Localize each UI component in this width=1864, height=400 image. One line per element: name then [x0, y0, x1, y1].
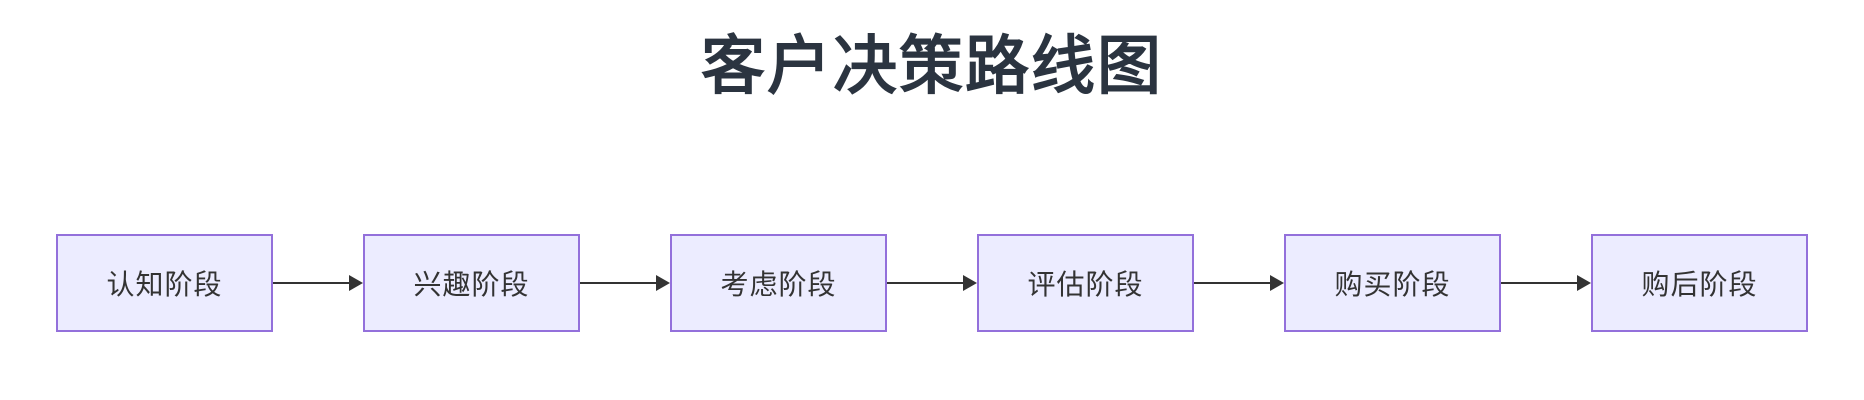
stage-node-evaluation: 评估阶段 [977, 234, 1194, 332]
arrow-connector [1501, 234, 1591, 332]
flow-row: 认知阶段 兴趣阶段 考虑阶段 评估阶段 购买阶段 [56, 234, 1808, 332]
stage-label: 评估阶段 [1027, 269, 1144, 300]
stage-node-awareness: 认知阶段 [56, 234, 273, 332]
arrow-line [887, 282, 963, 284]
arrowhead-icon [349, 275, 363, 291]
stage-label: 考虑阶段 [720, 269, 837, 300]
stage-node-postpurchase: 购后阶段 [1591, 234, 1808, 332]
arrow-connector [1194, 234, 1284, 332]
stage-node-consideration: 考虑阶段 [670, 234, 887, 332]
stage-node-interest: 兴趣阶段 [363, 234, 580, 332]
arrowhead-icon [1270, 275, 1284, 291]
arrowhead-icon [656, 275, 670, 291]
diagram-title: 客户决策路线图 [701, 31, 1163, 102]
stage-label: 购买阶段 [1334, 269, 1451, 300]
arrow-connector [887, 234, 977, 332]
arrow-connector [273, 234, 363, 332]
arrow-line [580, 282, 656, 284]
arrow-line [1501, 282, 1577, 284]
arrow-connector [580, 234, 670, 332]
arrow-line [273, 282, 349, 284]
arrowhead-icon [1577, 275, 1591, 291]
arrow-line [1194, 282, 1270, 284]
stage-node-purchase: 购买阶段 [1284, 234, 1501, 332]
arrowhead-icon [963, 275, 977, 291]
stage-label: 认知阶段 [106, 269, 223, 300]
stage-label: 购后阶段 [1641, 269, 1758, 300]
stage-label: 兴趣阶段 [413, 269, 530, 300]
